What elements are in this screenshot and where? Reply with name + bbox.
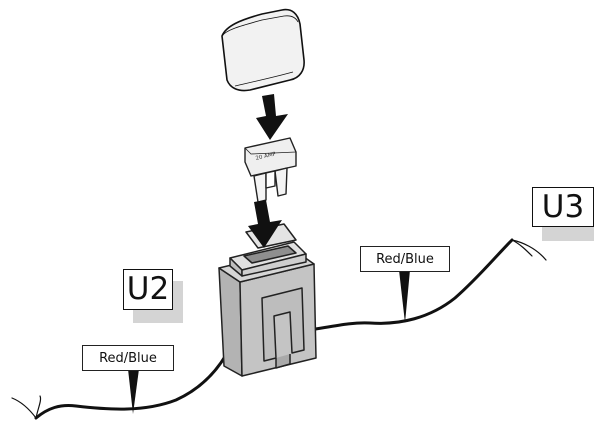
wire-tag-pointer-left	[128, 369, 139, 414]
wire-tag-pointer-right	[399, 270, 410, 323]
wire-left	[11, 353, 228, 420]
fuse-cover-cap	[221, 8, 305, 92]
wire-color-tag-left: Red/Blue	[82, 345, 174, 371]
u3-callout-label: U3	[532, 187, 594, 227]
arrow-fuse-to-holder	[248, 200, 282, 248]
fuse-holder	[218, 223, 317, 377]
arrow-cap-to-fuse	[256, 94, 288, 140]
u2-callout-label: U2	[123, 269, 173, 310]
blade-fuse: 20 AMP	[244, 137, 297, 203]
wire-right	[308, 238, 547, 332]
wire-color-tag-right: Red/Blue	[360, 246, 450, 272]
fuse-rating-text: 20 AMP	[255, 151, 277, 162]
